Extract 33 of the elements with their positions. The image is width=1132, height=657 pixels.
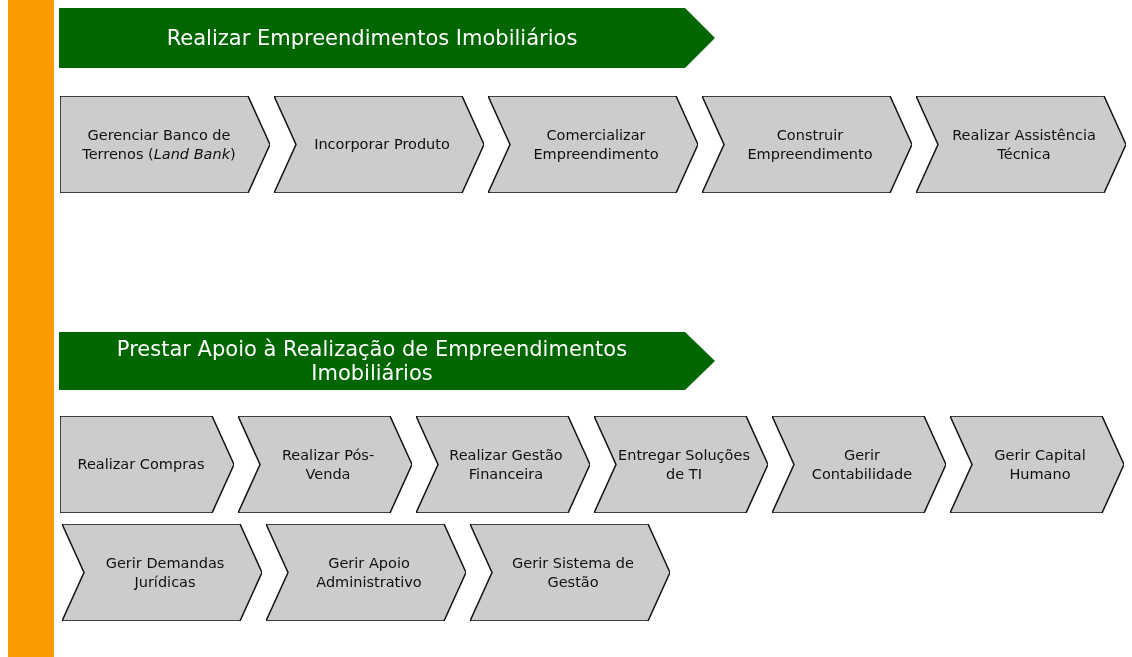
section-title: Prestar Apoio à Realização de Empreendimentos Imobiliários: [115, 337, 629, 385]
process-label: Gerenciar Banco de Terrenos (Land Bank): [81, 125, 237, 164]
section-header-banner: [59, 8, 715, 68]
section-title: Realizar Empreendimentos Imobiliários: [166, 26, 578, 50]
process-label: Gerir Contabilidade: [810, 445, 914, 484]
process-step: [238, 416, 412, 513]
process-label: Comercializar Empreendimento: [532, 125, 660, 164]
process-label: Construir Empreendimento: [746, 125, 874, 164]
process-label: Realizar Gestão Financeira: [448, 445, 564, 484]
process-label: Incorporar Produto: [314, 135, 450, 154]
process-step: [488, 96, 698, 193]
process-label: Gerir Capital Humano: [993, 445, 1087, 484]
process-step: [62, 524, 262, 621]
process-step: [470, 524, 670, 621]
process-step: [916, 96, 1126, 193]
process-label: Gerir Demandas Jurídicas: [104, 553, 226, 592]
process-label: Realizar Assistência Técnica: [951, 125, 1097, 164]
process-step: [60, 96, 270, 193]
process-step: [274, 96, 484, 193]
process-label: Gerir Sistema de Gestão: [511, 553, 635, 592]
side-bar: [8, 0, 54, 657]
process-step: [266, 524, 466, 621]
process-label: Realizar Compras: [77, 455, 205, 474]
process-step: [60, 416, 234, 513]
process-step: [950, 416, 1124, 513]
process-step: [594, 416, 768, 513]
process-step: [702, 96, 912, 193]
process-label: Realizar Pós-Venda: [280, 445, 376, 484]
section-header-banner: [59, 332, 715, 390]
process-step: [416, 416, 590, 513]
process-label: Entregar Soluções de TI: [617, 445, 751, 484]
process-label: Gerir Apoio Administrativo: [315, 553, 423, 592]
process-step: [772, 416, 946, 513]
